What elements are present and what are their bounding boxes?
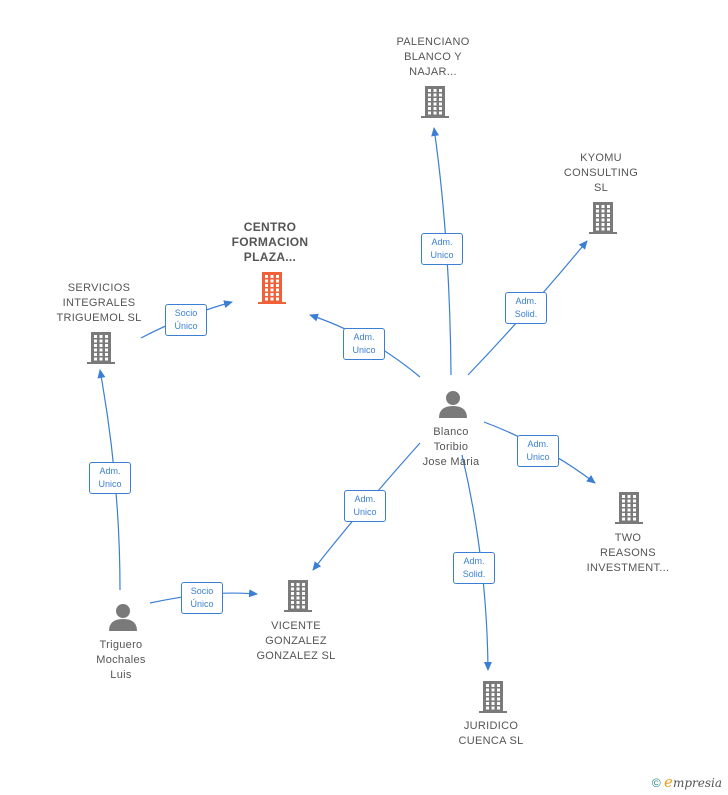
node-label-two[interactable]: TWO REASONS INVESTMENT... xyxy=(586,532,670,574)
edge-label-blanco-to-kyomu[interactable]: Adm. Solid. xyxy=(505,292,547,324)
node-label-blanco[interactable]: Blanco Toribio Jose Maria xyxy=(422,426,480,468)
juridico-building-icon[interactable] xyxy=(479,681,507,713)
node-label-servicios[interactable]: SERVICIOS INTEGRALES TRIGUEMOL SL xyxy=(56,282,142,324)
servicios-building-icon[interactable] xyxy=(87,332,115,364)
edge-label-blanco-to-juridico[interactable]: Adm. Solid. xyxy=(453,552,495,584)
node-label-triguero[interactable]: Triguero Mochales Luis xyxy=(96,639,146,681)
icons-layer xyxy=(87,86,643,713)
two-building-icon[interactable] xyxy=(615,492,643,524)
edge-label-blanco-to-palenciano[interactable]: Adm. Unico xyxy=(421,233,463,265)
node-label-centro[interactable]: CENTRO FORMACION PLAZA... xyxy=(231,220,309,264)
edges-layer xyxy=(97,127,596,671)
vicente-building-icon[interactable] xyxy=(284,580,312,612)
node-label-vicente[interactable]: VICENTE GONZALEZ GONZALEZ SL xyxy=(256,620,336,662)
palenciano-building-icon[interactable] xyxy=(421,86,449,118)
node-label-juridico[interactable]: JURIDICO CUENCA SL xyxy=(458,720,524,747)
edge-label-blanco-to-vicente[interactable]: Adm. Unico xyxy=(344,490,386,522)
node-label-palenciano[interactable]: PALENCIANO BLANCO Y NAJAR... xyxy=(396,36,470,78)
edge-label-blanco-to-centro[interactable]: Adm. Unico xyxy=(343,328,385,360)
kyomu-building-icon[interactable] xyxy=(589,202,617,234)
blanco-person-icon[interactable] xyxy=(439,391,467,418)
triguero-person-icon[interactable] xyxy=(109,604,137,631)
edge-label-blanco-to-two[interactable]: Adm. Unico xyxy=(517,435,559,467)
node-label-kyomu[interactable]: KYOMU CONSULTING SL xyxy=(563,152,639,194)
copyright-notice: © empresia xyxy=(652,773,722,791)
centro-building-icon[interactable] xyxy=(258,272,286,304)
edge-label-triguero-to-servicios[interactable]: Adm. Unico xyxy=(89,462,131,494)
brand-logo-initial: e xyxy=(664,773,673,791)
copyright-icon: © xyxy=(651,776,661,790)
edge-label-servicios-to-centro[interactable]: Socio Único xyxy=(165,304,207,336)
edge-label-triguero-to-vicente[interactable]: Socio Único xyxy=(181,582,223,614)
brand-logo-text: mpresia xyxy=(672,776,722,790)
